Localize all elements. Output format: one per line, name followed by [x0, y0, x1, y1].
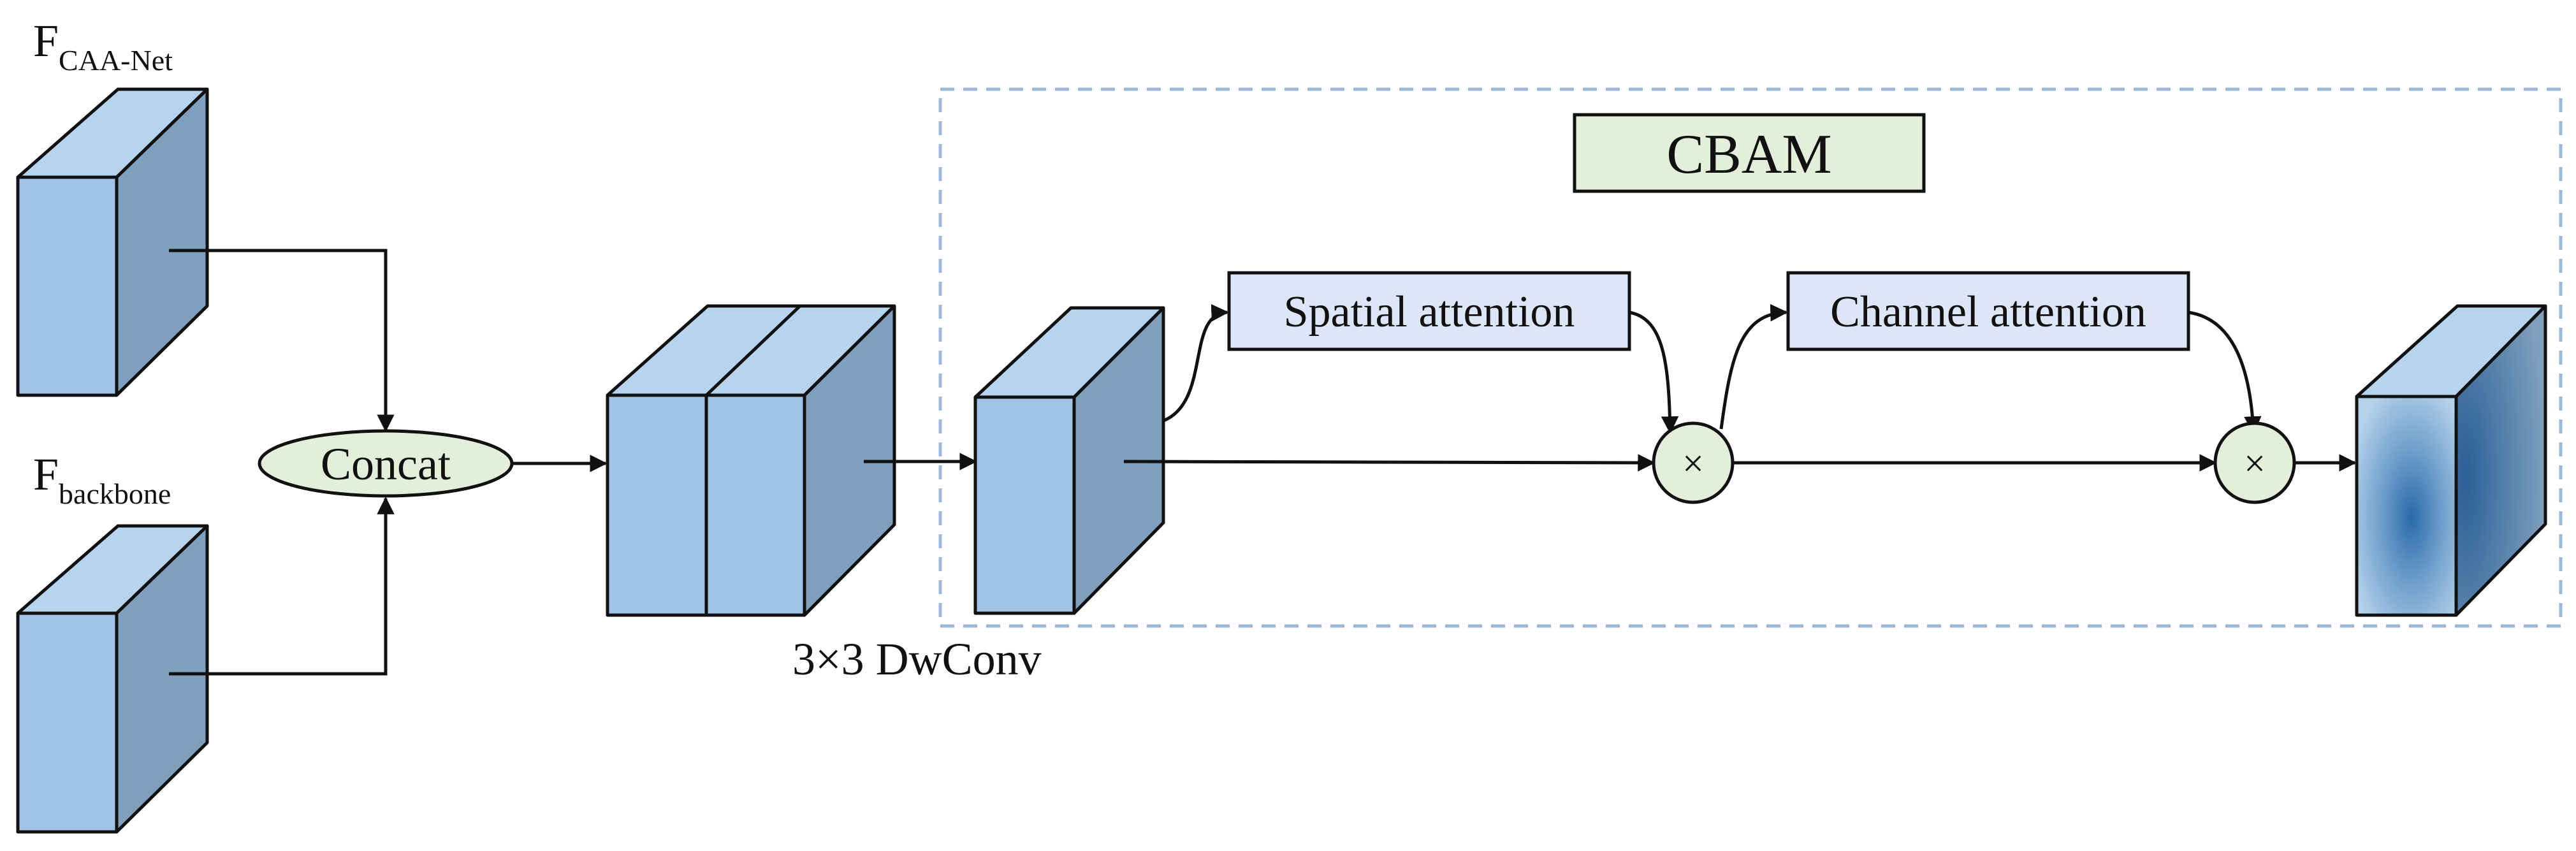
channel-attention-label: Channel attention — [1830, 287, 2146, 337]
cbam-input-cube — [973, 306, 1165, 615]
channel-attention-box: Channel attention — [1786, 271, 2190, 351]
caa-net-main: F — [33, 15, 59, 66]
input-label-backbone: Fbackbone — [33, 449, 171, 510]
caa-net-sub: CAA-Net — [59, 44, 173, 76]
feature-cube-caa-net — [16, 87, 209, 397]
multiply-node-2: × — [2213, 421, 2296, 504]
backbone-main: F — [33, 449, 59, 500]
multiply-symbol-1: × — [1682, 442, 1704, 484]
spatial-attention-label: Spatial attention — [1284, 287, 1575, 337]
arrow-input-to-multiply-1 — [1123, 454, 1655, 472]
arrow-multiply-1-to-channel — [1719, 303, 1788, 430]
arrow-backbone-to-concat — [169, 497, 395, 676]
feature-cube-backbone — [16, 524, 209, 834]
arrow-input-to-spatial — [1163, 304, 1229, 423]
concat-node: Concat — [258, 429, 514, 498]
arrow-spatial-to-multiply-1 — [1629, 310, 1679, 434]
multiply-node-1: × — [1652, 421, 1735, 504]
multiply-symbol-2: × — [2244, 442, 2266, 484]
backbone-sub: backbone — [59, 477, 171, 510]
arrow-channel-to-multiply-2 — [2188, 310, 2262, 434]
input-label-caa-net: FCAA-Net — [33, 15, 173, 76]
output-feature-cube — [2355, 304, 2547, 617]
cbam-title: CBAM — [1666, 124, 1831, 185]
arrow-caa-net-to-concat — [169, 249, 395, 432]
concatenated-feature-cube — [606, 304, 896, 617]
dwconv-label: 3×3 DwConv — [792, 634, 1042, 685]
cbam-title-box: CBAM — [1573, 113, 1926, 193]
spatial-attention-box: Spatial attention — [1227, 271, 1631, 351]
concat-label: Concat — [321, 439, 451, 490]
cbam-region — [938, 87, 2563, 628]
